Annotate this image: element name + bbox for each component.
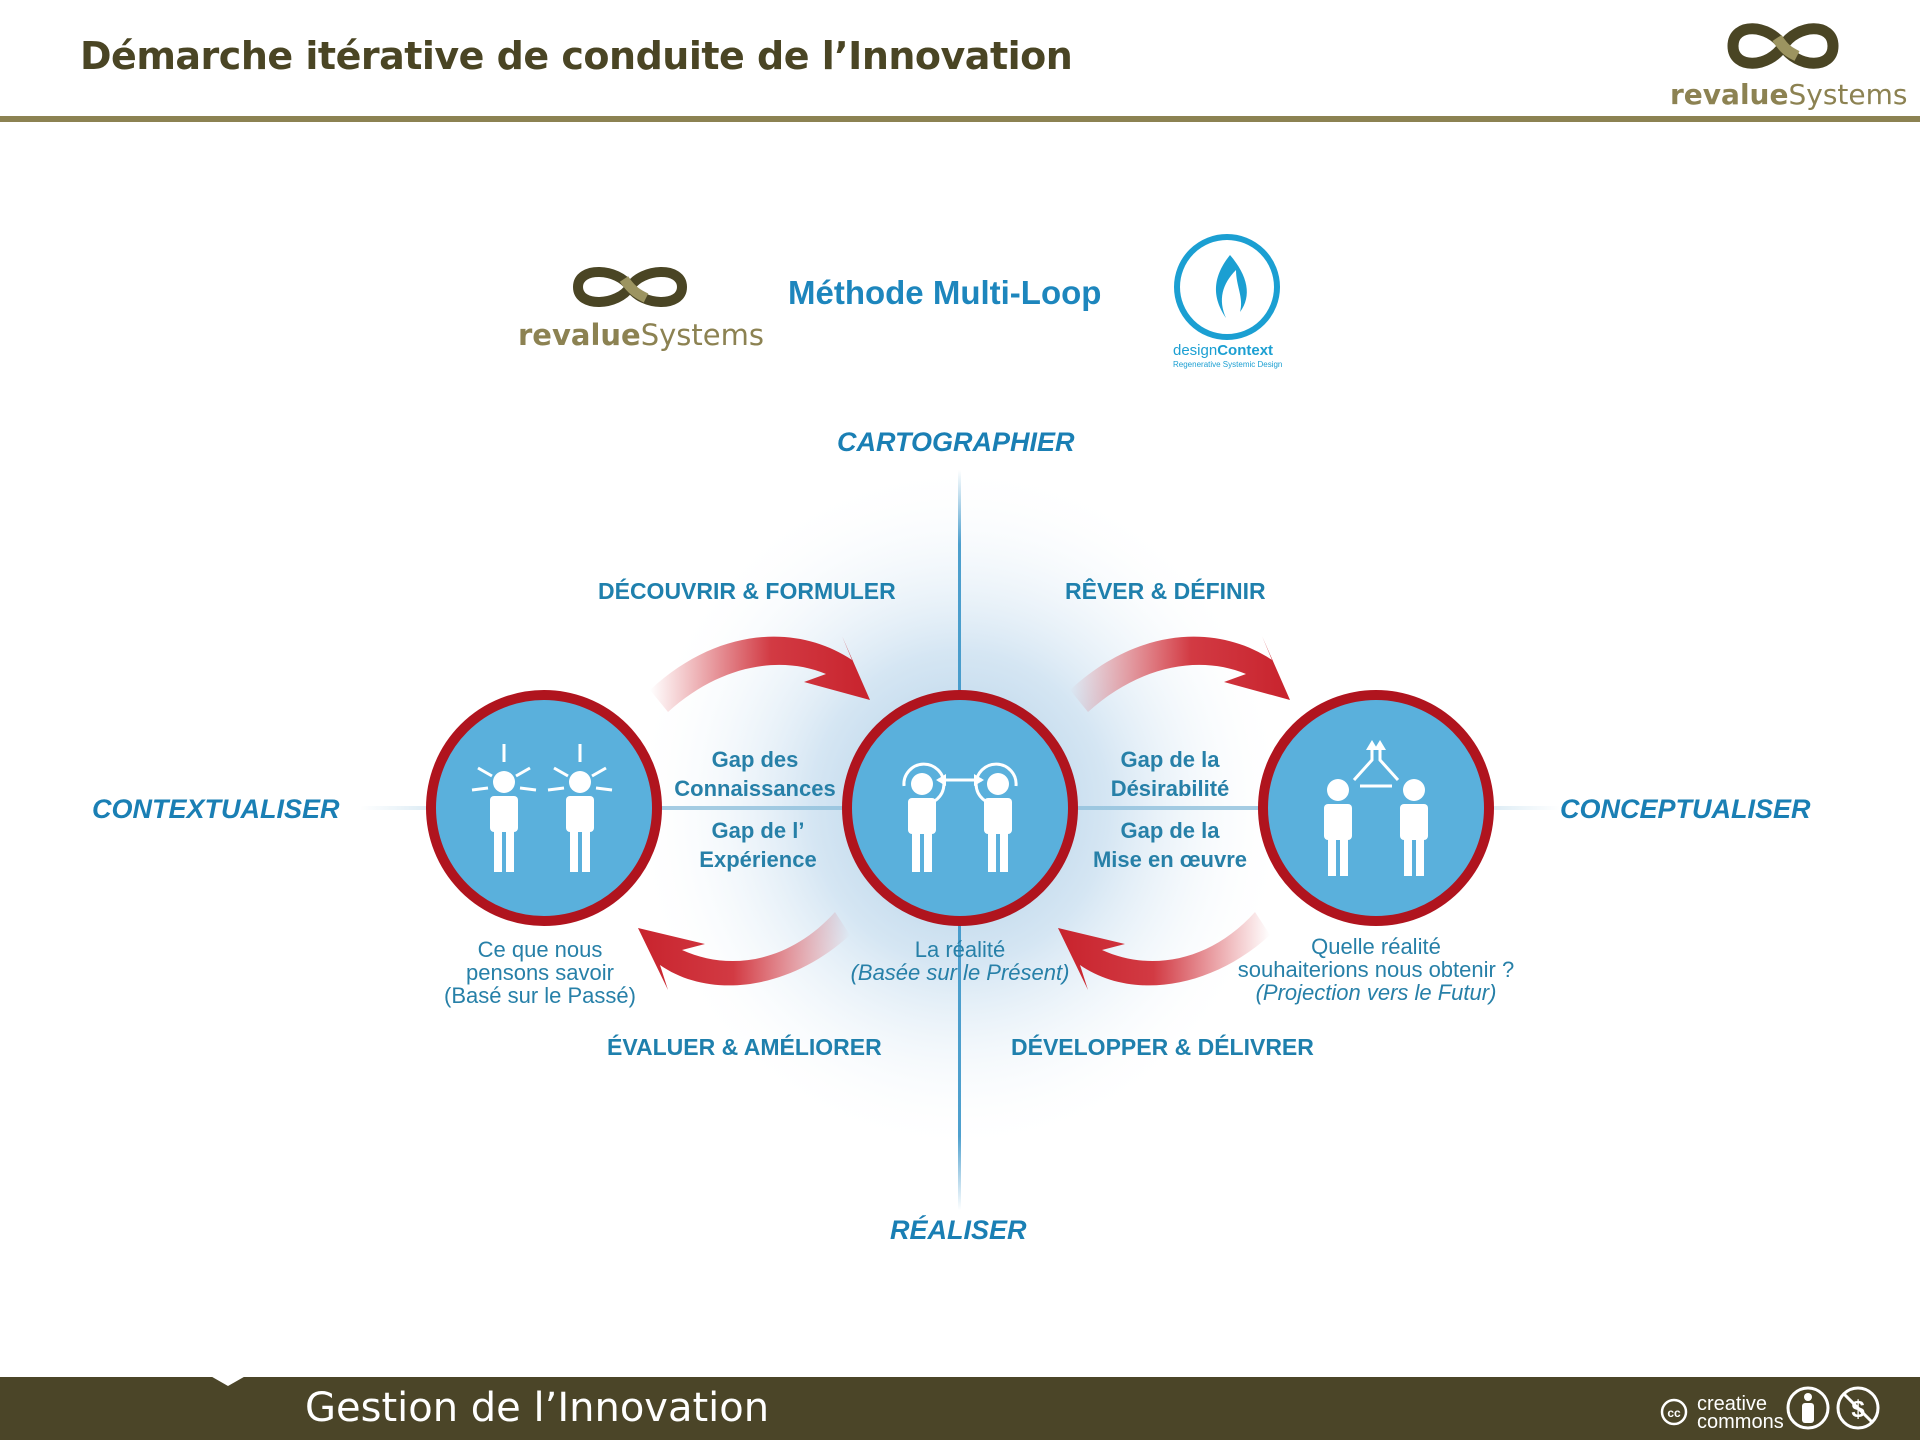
two-people-receiving-arrows-icon xyxy=(471,744,613,872)
attribution-icon xyxy=(1786,1386,1830,1430)
arrow-dream xyxy=(1070,636,1290,712)
footer-title: Gestion de l’Innovation xyxy=(305,1385,770,1431)
axis-label-top: CARTOGRAPHIER xyxy=(837,427,1075,457)
arrow-evaluate xyxy=(638,912,850,990)
svg-text:cc: cc xyxy=(1667,1406,1681,1420)
axis-label-right: CONCEPTUALISER xyxy=(1560,794,1811,824)
noncommercial-icon: $ xyxy=(1836,1386,1880,1430)
arrow-discover xyxy=(650,636,870,712)
designcontext-logo-icon xyxy=(1174,234,1280,340)
arrow-develop xyxy=(1058,912,1270,990)
designcontext-logo-wordmark: designContext xyxy=(1173,342,1274,359)
step-label-discover: DÉCOUVRIR & FORMULER xyxy=(598,578,896,604)
footer-notch xyxy=(200,1370,256,1386)
caption-left: Ce que nous pensons savoir (Basé sur le … xyxy=(444,937,636,1008)
step-label-dream: RÊVER & DÉFINIR xyxy=(1065,578,1266,604)
circle-center xyxy=(842,690,1078,926)
slide-footer xyxy=(0,1377,1920,1440)
header-divider xyxy=(0,116,1920,122)
axis-label-bottom: RÉALISER xyxy=(890,1215,1027,1245)
caption-center: La réalité (Basée sur le Présent) xyxy=(850,937,1070,985)
two-people-exchanging-icon xyxy=(902,762,1018,872)
circle-right xyxy=(1258,690,1494,926)
revalue-logo-icon xyxy=(572,267,688,307)
header-logo-wordmark: revalueSystems xyxy=(1670,78,1908,111)
gap-label-experience: Gap de l’Expérience xyxy=(699,818,817,872)
creative-commons-badge: cc $ xyxy=(1660,1386,1880,1430)
two-people-diverging-arrows-icon xyxy=(1324,740,1428,876)
slide-title: Démarche itérative de conduite de l’Inno… xyxy=(80,34,1073,78)
slide-header: Démarche itérative de conduite de l’Inno… xyxy=(0,0,1920,122)
designcontext-tagline: Regenerative Systemic Design xyxy=(1173,360,1283,369)
multi-loop-diagram: revalueSystems Méthode Multi-Loop design… xyxy=(0,122,1920,1377)
method-title: Méthode Multi-Loop xyxy=(788,274,1102,311)
circle-left xyxy=(426,690,662,926)
caption-right: Quelle réalité souhaiterions nous obteni… xyxy=(1237,934,1515,1005)
revalue-logo-wordmark: revalueSystems xyxy=(518,318,764,352)
cc-icon: cc xyxy=(1660,1398,1688,1426)
step-label-evaluate: ÉVALUER & AMÉLIORER xyxy=(607,1034,882,1060)
step-label-develop: DÉVELOPPER & DÉLIVRER xyxy=(1011,1034,1314,1060)
diagram-graphics xyxy=(360,234,1560,1210)
axis-label-left: CONTEXTUALISER xyxy=(92,794,340,824)
creative-commons-text: creative commons xyxy=(1697,1393,1784,1433)
infinity-loop-logo-icon xyxy=(1727,23,1839,69)
